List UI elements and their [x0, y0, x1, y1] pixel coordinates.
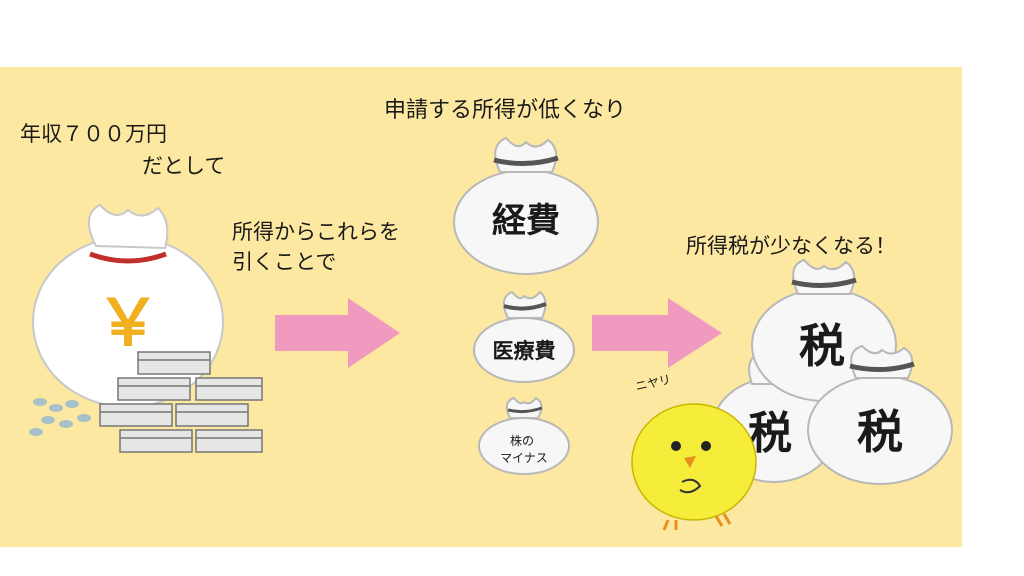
expenses-bag-icon: 経費: [453, 136, 599, 275]
tax-label: 税: [799, 319, 845, 373]
income-text-line1: 年収７００万円: [20, 122, 167, 146]
coins-icon: [29, 398, 91, 436]
stock-label-line1: 株の: [510, 433, 534, 448]
chick-character-icon: [631, 403, 757, 531]
subtract-text-line1: 所得からこれらを: [232, 220, 400, 244]
stock-loss-bag-icon: 株の マイナス: [478, 396, 570, 475]
tax-label: 税: [857, 405, 903, 459]
income-text-line2: だとして: [142, 154, 226, 178]
arrow-right-icon: [592, 298, 722, 368]
arrow-right-icon: [275, 298, 400, 368]
yen-symbol: ￥: [96, 287, 160, 361]
medical-label: 医療費: [493, 339, 556, 363]
subtract-text-line2: 引くことで: [232, 250, 337, 274]
stock-label-line2: マイナス: [500, 451, 548, 465]
banknote-stacks-icon: [99, 351, 263, 453]
medical-bag-icon: 医療費: [473, 290, 575, 383]
yen-money-bag-icon: ￥: [32, 203, 224, 408]
expenses-label: 経費: [492, 201, 560, 241]
tax-bag-front-right-icon: 税: [807, 344, 953, 485]
lower-income-text: 申請する所得が低くなり: [384, 98, 627, 123]
result-text: 所得税が少なくなる！: [686, 234, 896, 258]
